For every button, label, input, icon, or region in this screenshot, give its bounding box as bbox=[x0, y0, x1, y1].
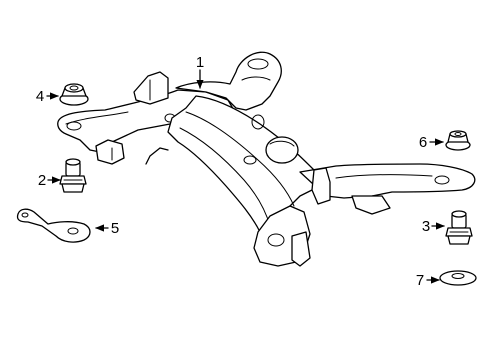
part-4-mount-nut bbox=[59, 83, 89, 106]
subframe-rear-beam bbox=[175, 51, 282, 111]
subframe-rear-leg-bracket bbox=[291, 231, 311, 267]
callout-7: 7 bbox=[416, 272, 424, 289]
part-3-bushing bbox=[445, 210, 473, 245]
part-6-mount-nut bbox=[445, 130, 471, 151]
callout-labels: 1 2 3 4 5 6 7 bbox=[36, 54, 430, 289]
callout-4: 4 bbox=[36, 88, 44, 105]
callout-1: 1 bbox=[196, 54, 204, 71]
leader-lines bbox=[46, 69, 445, 284]
callout-3: 3 bbox=[422, 218, 430, 235]
part-2-bushing bbox=[59, 158, 87, 193]
callout-5: 5 bbox=[111, 220, 119, 237]
subframe-right-arm bbox=[299, 163, 476, 199]
part-5-bracket-plate bbox=[16, 208, 91, 243]
subframe-left-mount bbox=[95, 139, 125, 165]
subframe-right-bracket bbox=[311, 167, 331, 205]
callout-6: 6 bbox=[419, 134, 427, 151]
part-7-washer bbox=[439, 270, 477, 286]
subframe-right-lower-block bbox=[351, 195, 391, 215]
subframe-upper-bracket bbox=[133, 71, 169, 105]
callout-2: 2 bbox=[38, 172, 46, 189]
subframe-crossmember bbox=[57, 51, 476, 267]
